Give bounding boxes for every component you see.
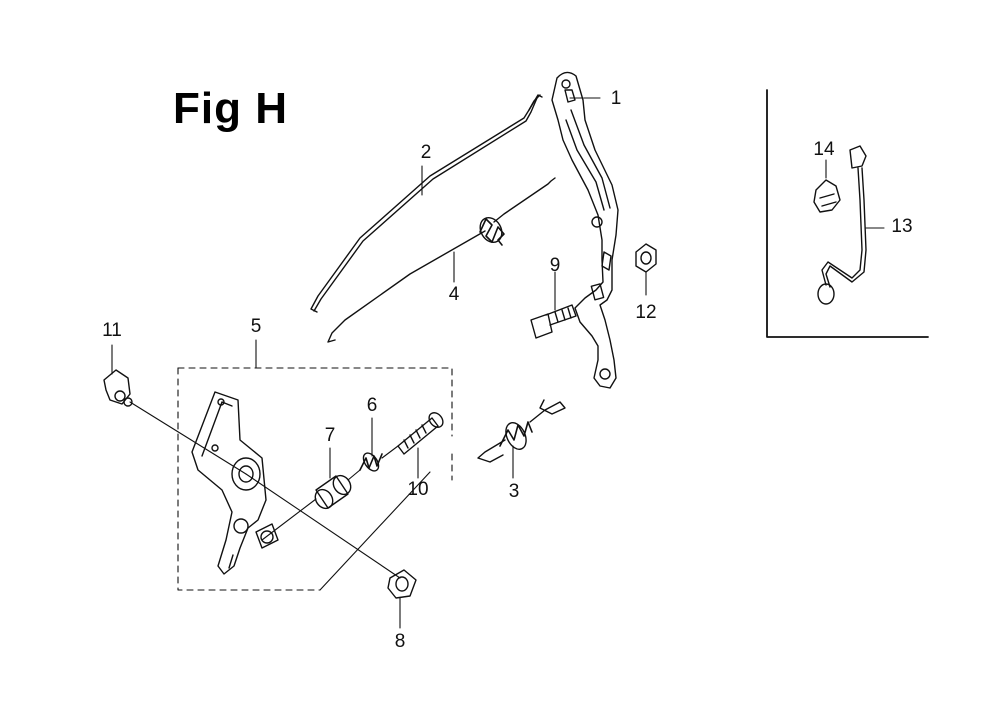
part-11-clip [103,369,133,407]
callout-10: 10 [407,479,429,500]
part-7-bushing [314,474,352,510]
callout-1: 1 [610,88,622,109]
part-5-enclosure [177,367,453,591]
part-5-governor-arm [191,391,279,575]
callout-9: 9 [549,255,561,276]
callout-3: 3 [508,481,520,502]
figure-title: Fig H [173,84,288,133]
part-8-bolt [387,569,417,599]
part-10-screw [397,412,444,455]
callout-11: 11 [102,320,122,341]
callout-2: 2 [420,142,432,163]
part-13-wire [817,145,867,305]
callout-6: 6 [366,395,378,416]
callout-4: 4 [448,284,460,305]
part-1-control-lever [551,71,619,389]
part-12-nut [635,243,657,273]
callout-7: 7 [324,425,336,446]
part-4-choke-rod [327,177,556,343]
callout-8: 8 [394,631,406,652]
leader-lines [111,97,885,629]
callout-14: 14 [813,139,835,160]
callout-5: 5 [250,316,262,337]
inset-frame [766,89,929,338]
callout-12: 12 [635,302,657,323]
part-14-clamp [813,179,841,213]
part-3-spring [477,399,566,463]
part-9-bolt [530,304,577,339]
part-6-small-spring [359,452,383,472]
callout-13: 13 [891,216,913,237]
part-2-throttle-rod [310,94,543,313]
